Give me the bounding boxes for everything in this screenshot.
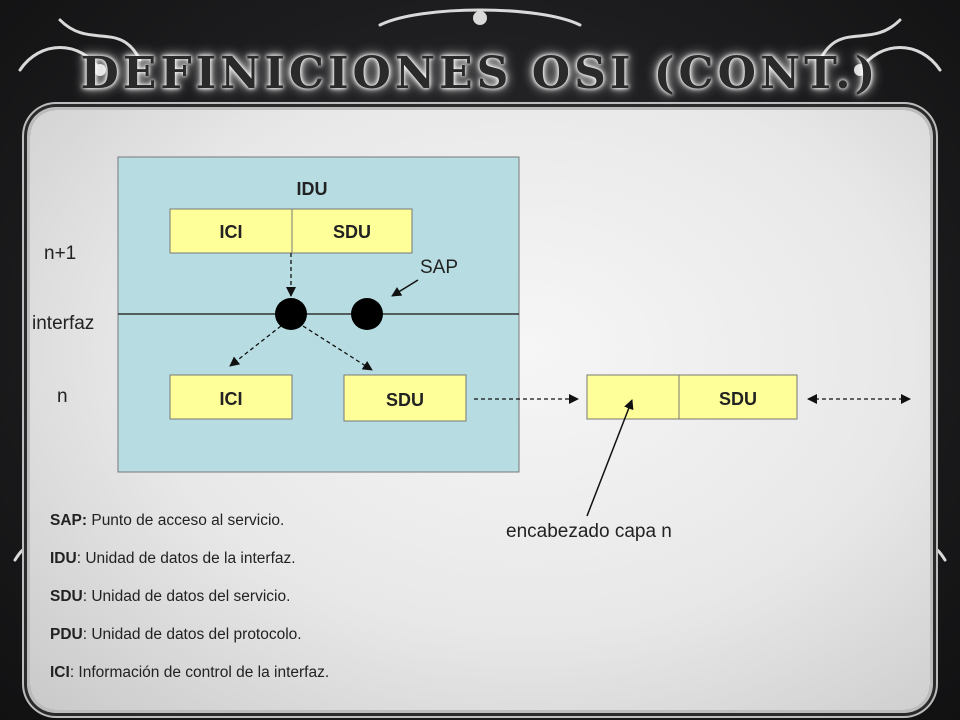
scroll-ornament-right <box>858 46 942 72</box>
sap-pointer-arrow <box>391 279 419 297</box>
pdu-header-box <box>586 374 680 420</box>
interface-label: interfaz <box>32 313 94 334</box>
lower-ici-label: ICI <box>219 389 242 409</box>
upper-sdu-box <box>291 208 413 254</box>
idu-label: IDU <box>297 179 328 199</box>
sap-point-1 <box>275 298 307 330</box>
definition-sap: SAP: Punto de acceso al servicio. <box>50 512 285 529</box>
pdu-sdu-box <box>678 374 798 420</box>
ornament-dot <box>473 11 487 25</box>
header-label: encabezado capa n <box>506 521 672 542</box>
upper-ici-box <box>169 208 293 254</box>
scroll-ornament-top-center <box>378 8 582 27</box>
scroll-ornament-top-right <box>818 18 902 62</box>
layer-lower-label: n <box>57 386 68 407</box>
lower-sdu-box <box>343 374 467 422</box>
lower-ici-box <box>169 374 293 420</box>
sap-label: SAP <box>420 257 458 278</box>
upper-sdu-label: SDU <box>333 222 371 242</box>
definition-ici: ICI: Información de control de la interf… <box>50 664 330 681</box>
pdu-sdu-label: SDU <box>719 389 757 409</box>
definition-pdu: PDU: Unidad de datos del protocolo. <box>50 626 302 643</box>
upper-ici-label: ICI <box>219 222 242 242</box>
scroll-ornament-top-left <box>58 18 142 62</box>
lower-sdu-label: SDU <box>386 390 424 410</box>
ornament-dot <box>854 64 866 76</box>
dashed-arrow-to-ici <box>229 325 282 367</box>
slide-title: DEFINICIONES OSI (CONT.) <box>80 48 880 99</box>
definitions-list: SAP: Punto de acceso al servicio. IDU: U… <box>50 508 480 698</box>
scroll-ornament-left <box>18 46 102 72</box>
definition-sdu: SDU: Unidad de datos del servicio. <box>50 588 291 605</box>
layer-upper-label: n+1 <box>44 243 76 264</box>
ornament-dot <box>94 64 106 76</box>
sap-point-2 <box>351 298 383 330</box>
definition-idu: IDU: Unidad de datos de la interfaz. <box>50 550 296 567</box>
header-pointer-arrow <box>586 399 634 517</box>
